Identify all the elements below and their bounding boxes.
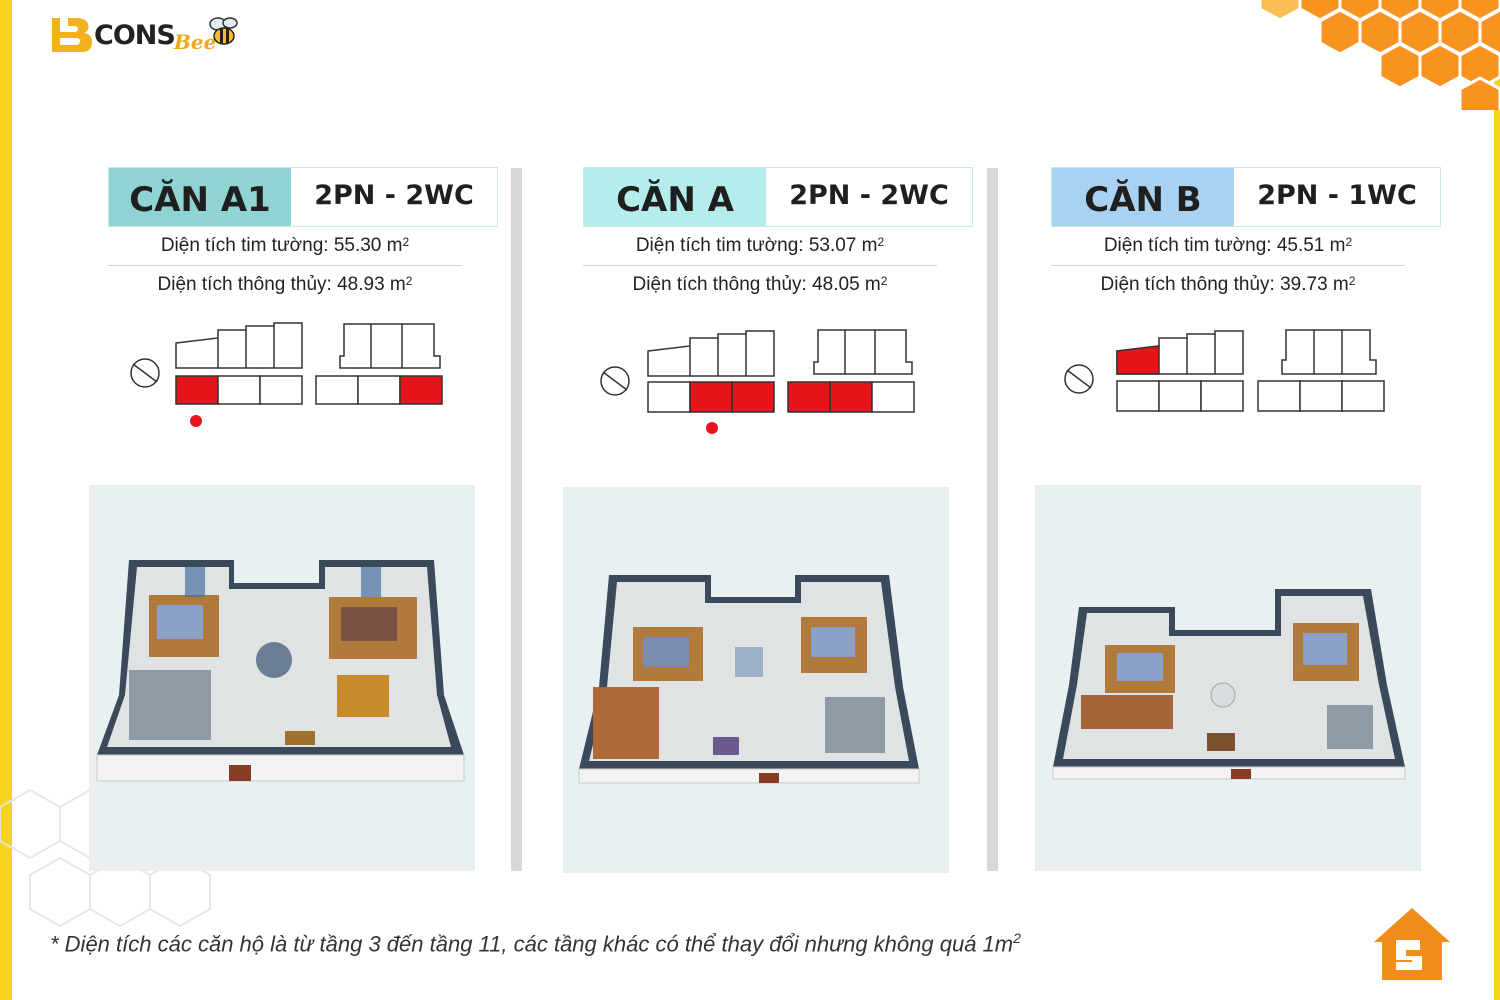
column-divider bbox=[511, 168, 522, 871]
logo-b-mark-icon bbox=[52, 18, 92, 52]
unit-rooms: 2PN - 2WC bbox=[291, 168, 497, 226]
net-area: Diện tích thông thủy: 48.93 m2 bbox=[108, 266, 462, 304]
net-area-text: Diện tích thông thủy: 39.73 m bbox=[1100, 274, 1349, 295]
wall-area-sup: 2 bbox=[1345, 235, 1353, 249]
selected-marker-icon bbox=[190, 415, 202, 427]
floor-plan-3d-icon bbox=[96, 560, 465, 782]
right-accent-bar bbox=[1494, 0, 1500, 1000]
wall-area-text: Diện tích tim tường: 45.51 m bbox=[1103, 235, 1346, 256]
wall-area: Diện tích tim tường: 53.07 m2 bbox=[583, 227, 937, 265]
key-plan-a bbox=[600, 329, 915, 434]
area-footnote: * Diện tích các căn hộ là từ tầng 3 đến … bbox=[50, 930, 1021, 957]
wall-area-text: Diện tích tim tường: 53.07 m bbox=[635, 235, 878, 256]
wall-area-sup: 2 bbox=[402, 235, 410, 249]
net-area-sup: 2 bbox=[405, 274, 413, 288]
wall-area: Diện tích tim tường: 55.30 m2 bbox=[108, 227, 462, 265]
key-plan-a1 bbox=[130, 322, 443, 427]
unit-header: CĂN B 2PN - 1WC bbox=[1051, 167, 1441, 227]
floor-plan-render-a1[interactable] bbox=[89, 485, 475, 871]
selected-marker-icon bbox=[706, 422, 718, 434]
net-area-text: Diện tích thông thủy: 48.93 m bbox=[157, 274, 406, 295]
wall-area: Diện tích tim tường: 45.51 m2 bbox=[1051, 227, 1405, 265]
net-area-sup: 2 bbox=[880, 274, 888, 288]
footnote-text: * Diện tích các căn hộ là từ tầng 3 đến … bbox=[50, 931, 1014, 957]
key-plan-b bbox=[1064, 329, 1385, 412]
unit-card-b: CĂN B 2PN - 1WC Diện tích tim tường: 45.… bbox=[1051, 167, 1441, 304]
left-accent-bar bbox=[0, 0, 12, 1000]
net-area: Diện tích thông thủy: 39.73 m2 bbox=[1051, 266, 1405, 304]
logo-text: CONS bbox=[94, 20, 176, 51]
floor-plan-render-a[interactable] bbox=[563, 487, 949, 873]
brand-logo[interactable]: CONS Bee bbox=[48, 14, 248, 60]
honeycomb-decoration-icon bbox=[1258, 0, 1500, 110]
unit-header: CĂN A1 2PN - 2WC bbox=[108, 167, 498, 227]
unit-name: CĂN B bbox=[1052, 168, 1234, 226]
footnote-sup: 2 bbox=[1013, 930, 1021, 946]
unit-name: CĂN A1 bbox=[109, 168, 291, 226]
unit-card-a1: CĂN A1 2PN - 2WC Diện tích tim tường: 55… bbox=[108, 167, 498, 304]
unit-name: CĂN A bbox=[584, 168, 766, 226]
floor-plan-3d-icon bbox=[578, 575, 920, 784]
area-separator bbox=[108, 265, 462, 266]
logo-accent-text: Bee bbox=[174, 30, 217, 54]
wall-area-sup: 2 bbox=[877, 235, 885, 249]
wall-area-text: Diện tích tim tường: 55.30 m bbox=[160, 235, 403, 256]
floor-plan-3d-icon bbox=[1052, 589, 1406, 780]
net-area-text: Diện tích thông thủy: 48.05 m bbox=[632, 274, 881, 295]
unit-card-a: CĂN A 2PN - 2WC Diện tích tim tường: 53.… bbox=[583, 167, 973, 304]
net-area-sup: 2 bbox=[1348, 274, 1356, 288]
column-divider bbox=[987, 168, 998, 871]
unit-rooms: 2PN - 1WC bbox=[1234, 168, 1440, 226]
unit-rooms: 2PN - 2WC bbox=[766, 168, 972, 226]
floor-plan-render-b[interactable] bbox=[1035, 485, 1421, 871]
bee-icon bbox=[209, 17, 238, 45]
unit-header: CĂN A 2PN - 2WC bbox=[583, 167, 973, 227]
area-separator bbox=[583, 265, 937, 266]
area-separator bbox=[1051, 265, 1405, 266]
net-area: Diện tích thông thủy: 48.05 m2 bbox=[583, 266, 937, 304]
house-logo-icon[interactable] bbox=[1372, 906, 1452, 982]
